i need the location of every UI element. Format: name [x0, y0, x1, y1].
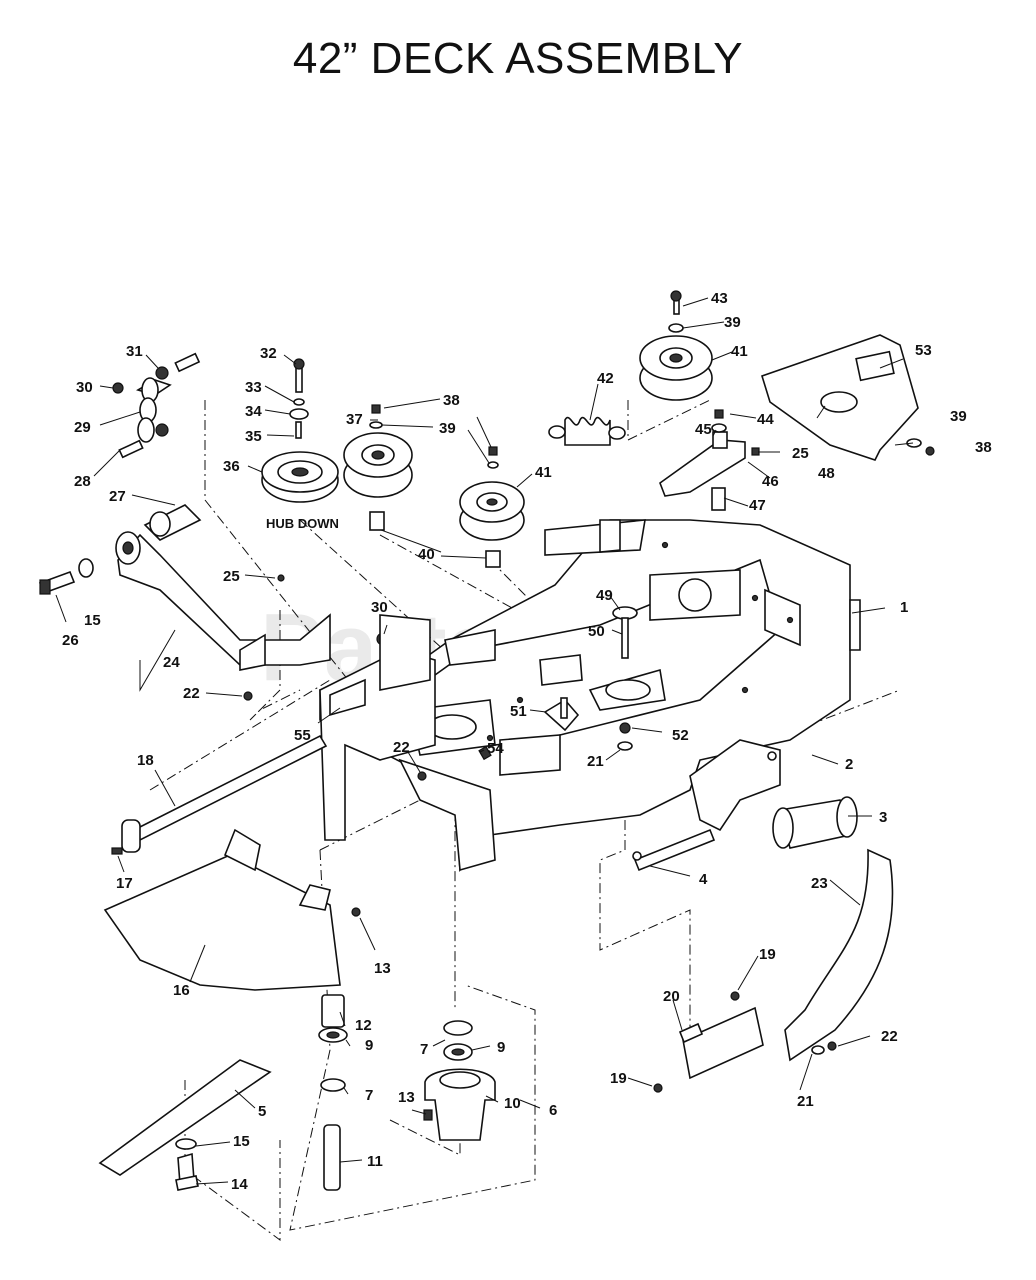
hub-down-note: HUB DOWN: [266, 516, 339, 531]
callout-2: 2: [845, 756, 853, 773]
callout-44: 44: [757, 411, 774, 428]
callout-11: 11: [367, 1153, 383, 1170]
callout-13b: 13: [398, 1089, 415, 1106]
callout-13a: 13: [374, 960, 391, 977]
callout-54: 54: [487, 740, 504, 757]
callout-19b: 19: [610, 1070, 627, 1087]
callout-21a: 21: [587, 753, 604, 770]
callout-51: 51: [510, 703, 527, 720]
callout-35: 35: [245, 428, 262, 445]
callout-labels: 1 2 3 4 5 6 7 7 9 9 10 11 12 13 13 14 15…: [62, 290, 992, 1193]
pulleys: [261, 290, 713, 568]
callout-17: 17: [116, 875, 133, 892]
callout-9b: 9: [497, 1039, 505, 1056]
idler-arm: [548, 409, 760, 511]
callout-15a: 15: [84, 612, 101, 629]
callout-34: 34: [245, 403, 262, 420]
callout-9a: 9: [365, 1037, 373, 1054]
baffle: [653, 848, 894, 1093]
callout-47: 47: [749, 497, 766, 514]
callout-42: 42: [597, 370, 614, 387]
callout-26: 26: [62, 632, 79, 649]
callout-41a: 41: [535, 464, 552, 481]
callout-31: 31: [126, 343, 143, 360]
callout-38b: 38: [975, 439, 992, 456]
callout-50: 50: [588, 623, 605, 640]
lift-arm: [38, 504, 331, 671]
hardware: [243, 574, 638, 781]
callout-45: 45: [695, 421, 712, 438]
callout-22c: 22: [881, 1028, 898, 1045]
callout-49: 49: [596, 587, 613, 604]
callout-15b: 15: [233, 1133, 250, 1150]
callout-7a: 7: [420, 1041, 428, 1058]
spindle: [318, 994, 496, 1191]
blade: [98, 1059, 272, 1191]
callout-19a: 19: [759, 946, 776, 963]
callout-1: 1: [900, 599, 908, 616]
callout-37: 37: [346, 411, 363, 428]
callout-36: 36: [223, 458, 240, 475]
callout-4: 4: [699, 871, 708, 888]
callout-38a: 38: [443, 392, 460, 409]
callout-16: 16: [173, 982, 190, 999]
page-title: 42” DECK ASSEMBLY: [292, 34, 744, 83]
leader-lines: [55, 297, 914, 1185]
callout-7b: 7: [365, 1087, 373, 1104]
callout-25b: 25: [792, 445, 809, 462]
callout-27: 27: [109, 488, 126, 505]
callout-10: 10: [504, 1095, 521, 1112]
callout-40: 40: [418, 546, 435, 563]
callout-22b: 22: [393, 739, 410, 756]
callout-22a: 22: [183, 685, 200, 702]
callout-28: 28: [74, 473, 91, 490]
callout-41b: 41: [731, 343, 748, 360]
callout-18: 18: [137, 752, 154, 769]
callout-29: 29: [74, 419, 91, 436]
callout-30a: 30: [76, 379, 93, 396]
callout-39c: 39: [950, 408, 967, 425]
callout-5: 5: [258, 1103, 266, 1120]
callout-39b: 39: [724, 314, 741, 331]
callout-23: 23: [811, 875, 828, 892]
callout-52: 52: [672, 727, 689, 744]
belt-cover: [761, 334, 935, 461]
callout-48: 48: [818, 465, 835, 482]
callout-39a: 39: [439, 420, 456, 437]
callout-21b: 21: [797, 1093, 814, 1110]
callout-14: 14: [231, 1176, 248, 1193]
callout-6: 6: [549, 1102, 557, 1119]
callout-55: 55: [294, 727, 311, 744]
callout-46: 46: [762, 473, 779, 490]
callout-32: 32: [260, 345, 277, 362]
chain: [112, 352, 201, 459]
rollers: [632, 739, 858, 872]
callout-25a: 25: [223, 568, 240, 585]
callout-43: 43: [711, 290, 728, 307]
callout-33: 33: [245, 379, 262, 396]
callout-20: 20: [663, 988, 680, 1005]
discharge-chute: [103, 828, 361, 991]
axle: [111, 734, 328, 855]
callout-30b: 30: [371, 599, 388, 616]
callout-53: 53: [915, 342, 932, 359]
callout-24: 24: [163, 654, 180, 671]
callout-3: 3: [879, 809, 887, 826]
callout-12: 12: [355, 1017, 372, 1034]
